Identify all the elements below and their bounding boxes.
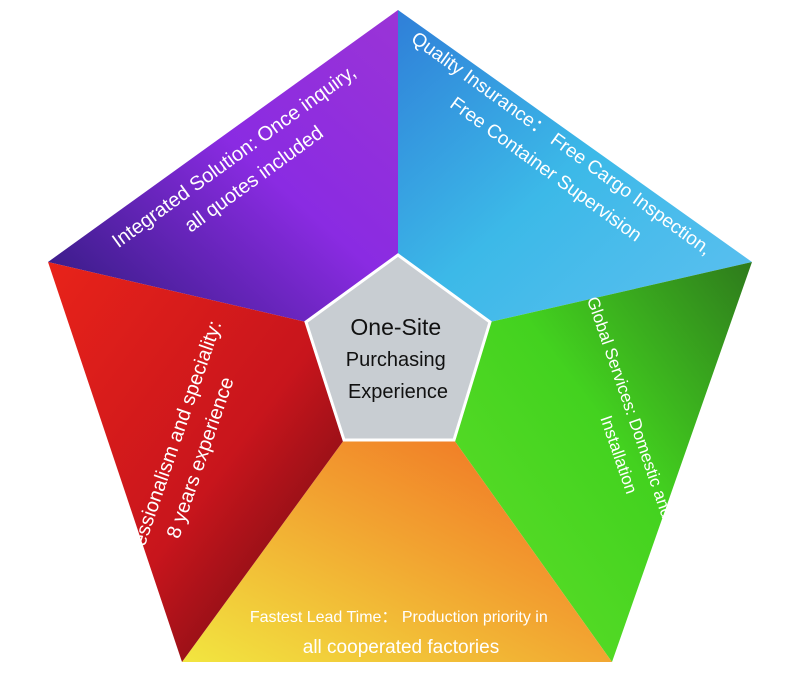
segment-integrated-solution [48,10,398,322]
fastest-lead-time-line-2: all cooperated factories [303,637,499,658]
center-line-3: Experience [348,381,448,403]
segment-professionalism [48,262,344,662]
center-title: One-Site Purchasing Experience [346,314,451,403]
segment-fastest-lead-time [182,440,612,662]
center-line-1: One-Site [350,314,441,340]
center-line-2: Purchasing [346,349,446,371]
segment-global-services [454,262,752,662]
fastest-lead-time-line-1: Fastest Lead Time： Production priority i… [250,609,548,626]
center-pentagon [304,253,492,442]
fastest-lead-time-text: Fastest Lead Time： Production priority i… [250,609,552,658]
segment-quality-insurance [398,10,752,322]
